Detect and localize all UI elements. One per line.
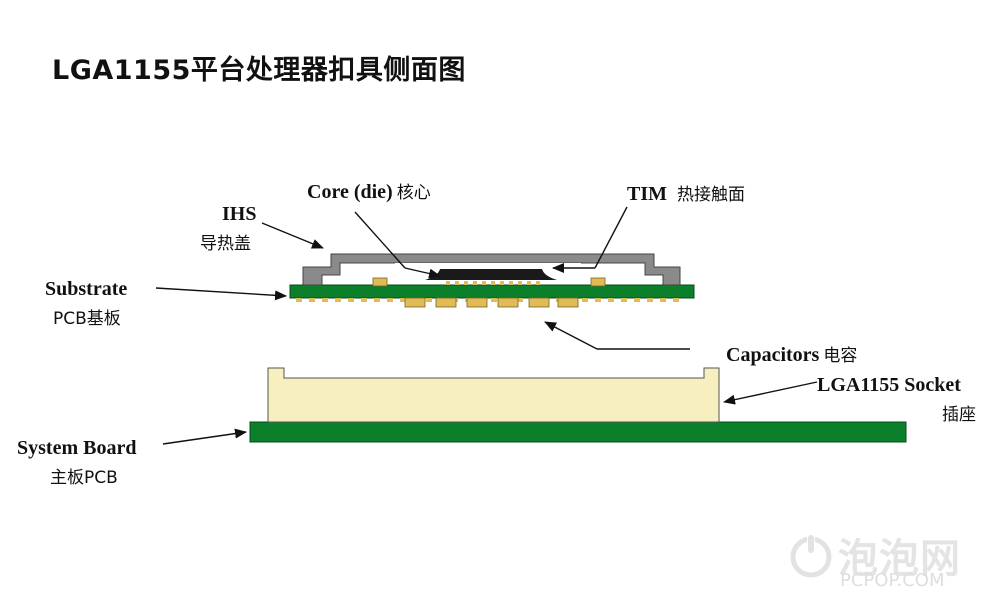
ihs-label-cn: 导热盖 [200,234,251,254]
lga-socket [267,367,720,423]
die-bump [446,281,450,285]
die-bump [464,281,468,285]
substrate-arrow [155,287,287,301]
substrate-contact [660,298,666,302]
substrate-contact [634,298,640,302]
capacitor [404,297,426,308]
page-title: LGA1155平台处理器扣具侧面图 [52,55,466,86]
core-label-en: Core (die) [307,181,393,203]
substrate-contact [348,298,354,302]
substrate-contact [309,298,315,302]
substrate-contact [322,298,328,302]
system-board [249,421,907,443]
substrate-contact [517,298,523,302]
die-bump [473,281,477,285]
watermark: 泡泡网 PCPOP.COM [780,526,980,596]
substrate-contact [647,298,653,302]
ihs-label-en: IHS [222,203,257,225]
capacitor [497,297,519,308]
substrate-contact [296,298,302,302]
socket-label-en: LGA1155 Socket [817,374,961,396]
capacitors-label-cn: 电容 [823,346,858,366]
ihs-lid [302,253,681,286]
ihs-arrow [261,222,324,249]
die-bumps [446,281,540,285]
tim-arrow-1 [594,206,628,269]
substrate-bottom-contacts [296,298,679,302]
capacitor [435,297,457,308]
watermark-text: 泡泡网 [838,536,961,582]
substrate-contact [426,298,432,302]
capacitors-label: Capacitors 电容 [726,341,857,367]
watermark-logo-icon [790,533,832,578]
die-bump [509,281,513,285]
board-label-cn: 主板PCB [50,468,118,488]
capacitor [466,297,488,308]
tim-label-cn: 热接触面 [677,185,745,205]
socket-arrow [723,381,818,405]
die-bump [500,281,504,285]
die-bump [482,281,486,285]
die-bump [527,281,531,285]
board-label-en: System Board [17,437,137,459]
capacitors-label-en: Capacitors [726,344,820,366]
substrate-contact [608,298,614,302]
substrate-contact [335,298,341,302]
substrate-contact [673,298,679,302]
die-bump [536,281,540,285]
substrate-top-pads [372,277,606,287]
core-label: Core (die) 核心 [307,178,431,204]
tim-label: TIM 热接触面 [627,180,745,206]
watermark-sub: PCPOP.COM [840,570,945,591]
tim-label-en: TIM [627,183,667,205]
core-die [440,269,542,280]
core-label-cn: 核心 [396,183,431,203]
substrate-contact [361,298,367,302]
capacitors-arrow-2 [544,321,598,350]
core-arrow-2 [404,267,441,279]
substrate-label-en: Substrate [45,278,128,300]
die-bump [455,281,459,285]
tim-layer [395,263,581,269]
substrate-contact [387,298,393,302]
die-bump [491,281,495,285]
capacitor [557,297,579,308]
substrate-label-cn: PCB基板 [53,309,121,329]
substrate-contact [582,298,588,302]
substrate-contact [491,298,497,302]
core-arrow-1 [354,211,406,269]
capacitor [528,297,550,308]
substrate [289,284,695,299]
substrate-contact [621,298,627,302]
substrate-contact [400,298,406,302]
substrate-contact [374,298,380,302]
substrate-contact [595,298,601,302]
socket-label-cn: 插座 [942,405,976,425]
board-arrow [162,428,247,445]
die-bump [518,281,522,285]
capacitors-group [404,297,579,308]
